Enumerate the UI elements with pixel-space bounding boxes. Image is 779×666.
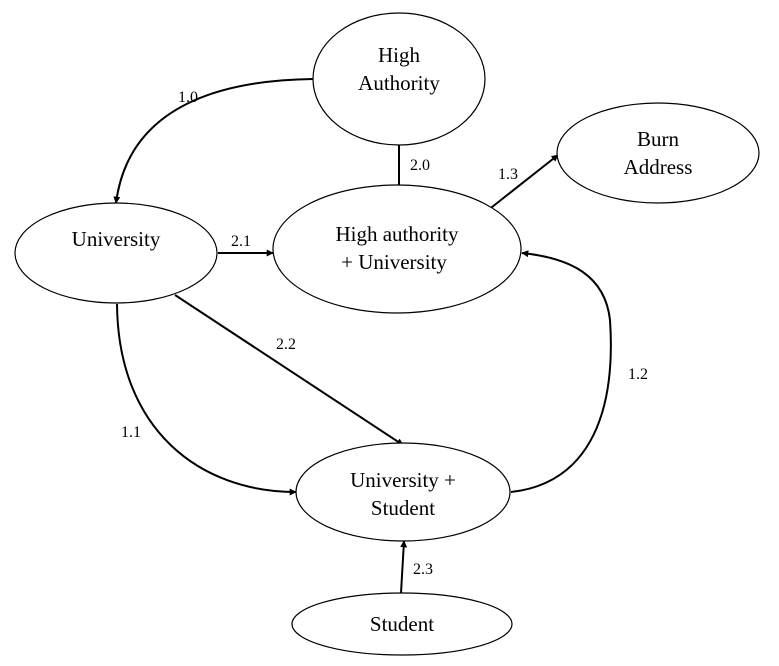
edge-1-1: [116, 303, 297, 496]
edge-label-2-2: 2.2: [276, 336, 296, 353]
edge-label-1-3: 1.3: [498, 166, 518, 183]
edge-label-1-1: 1.1: [121, 424, 141, 441]
node-high-authority-label-1: High: [378, 43, 421, 67]
edge-2-3: [400, 540, 408, 594]
node-burn-address-label-1: Burn: [637, 127, 680, 151]
node-ha-university-label-1: High authority: [335, 222, 459, 246]
edge-1-2: [510, 250, 612, 493]
node-university-student-label-1: University +: [350, 468, 456, 492]
edge-label-1-0: 1.0: [178, 89, 198, 106]
edge-1-3: [486, 154, 559, 212]
edge-2-2: [174, 294, 404, 446]
node-student-label: Student: [370, 612, 434, 636]
edge-label-2-1: 2.1: [231, 233, 251, 250]
node-university: [14, 202, 218, 304]
edge-label-2-3: 2.3: [413, 561, 433, 578]
node-ha-university-label-2: + University: [341, 250, 447, 274]
node-burn-address-label-2: Address: [624, 155, 693, 179]
node-student: [291, 592, 513, 656]
node-high-authority-university: [272, 184, 522, 314]
node-university-label: University: [72, 227, 161, 251]
node-high-authority: [312, 12, 486, 146]
node-university-student-label-2: Student: [371, 496, 435, 520]
node-university-student: [295, 442, 511, 542]
node-high-authority-label-2: Authority: [358, 71, 440, 95]
edge-label-2-0: 2.0: [410, 157, 430, 174]
edge-1-0: [113, 78, 314, 204]
node-burn-address: [556, 102, 760, 204]
edge-label-1-2: 1.2: [628, 366, 648, 383]
